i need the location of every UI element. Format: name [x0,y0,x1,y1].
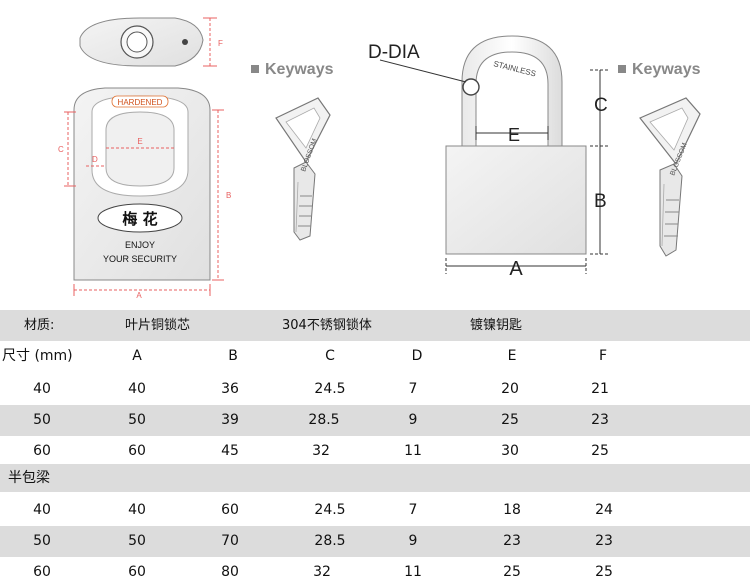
value-a: 40 [128,381,146,397]
dim-label-D-left: D [92,155,98,164]
col-header-d: D [411,348,423,364]
value-a: 50 [128,533,146,549]
dim-label-F-left: F [218,39,223,48]
product-diagram: F HARDENED 梅 花 ENJOY YOUR SECURITY A B C… [58,17,701,300]
keyways-label-left: Keyways [265,61,334,78]
material-body: 304不锈钢锁体 [282,318,372,333]
size-cell: 60 [33,443,51,459]
lock-front-view-open [379,35,610,274]
value-e: 20 [501,381,519,397]
table-row: 50 50 70 28.5 9 23 23 [0,526,750,557]
value-f: 23 [595,533,613,549]
hardened-badge [111,95,169,108]
keyways-bullet-right [618,65,626,73]
stainless-stamp: STAINLESS [493,59,537,78]
value-d: 7 [408,502,418,518]
value-c: 32 [312,443,330,459]
brand-chars: 梅 花 [122,210,157,228]
materials-row: 材质: 叶片铜锁芯 304不锈钢锁体 镀镍钥匙 [0,310,750,341]
value-c: 24.5 [314,381,346,397]
table-row: 60 60 45 32 11 30 25 [0,436,750,467]
size-cell: 50 [33,533,51,549]
value-e: 18 [503,502,521,518]
lock-top-view [79,17,217,67]
material-leaf-core: 叶片铜锁芯 [125,318,191,333]
value-a: 50 [128,412,146,428]
value-a: 40 [128,502,146,518]
value-f: 24 [595,502,613,518]
value-c: 24.5 [314,502,346,518]
enjoy-line1: ENJOY [125,240,155,250]
value-e: 30 [501,443,519,459]
size-label: 尺寸 (mm) [2,348,73,364]
keyways-label-right: Keyways [632,61,701,78]
value-f: 21 [591,381,609,397]
dim-label-E-right: E [508,125,520,145]
lock-front-view-closed [64,87,224,296]
value-b: 36 [221,381,239,397]
table-row: 60 60 80 32 11 25 25 [0,557,750,588]
table-row: 40 40 60 24.5 7 18 24 [0,495,750,526]
dim-label-E-left: E [137,137,142,146]
size-header-row: 尺寸 (mm) A B C D E F [0,341,750,372]
value-d: 11 [404,443,422,459]
enjoy-line2: YOUR SECURITY [103,254,177,264]
col-header-e: E [507,348,517,364]
dim-label-A-right: A [509,258,523,280]
value-d: 9 [408,412,418,428]
value-c: 32 [313,564,331,580]
value-d: 9 [408,533,418,549]
half-shackle-label-row: 半包梁 [0,464,750,492]
size-cell: 40 [33,381,51,397]
key-icon-right [639,97,701,257]
value-a: 60 [128,564,146,580]
half-shackle-label: 半包梁 [8,470,50,486]
size-cell: 60 [33,564,51,580]
table-row: 50 50 39 28.5 9 25 23 [0,405,750,436]
col-header-a: A [132,348,142,364]
value-b: 45 [221,443,239,459]
value-b: 60 [221,502,239,518]
col-header-f: F [598,348,608,364]
material-key: 镀镍钥匙 [470,318,523,333]
value-d: 11 [404,564,422,580]
dim-label-A-left: A [136,291,142,300]
keyways-bullet-left [251,65,259,73]
table-row: 40 40 36 24.5 7 20 21 [0,374,750,405]
size-cell: 40 [33,502,51,518]
value-e: 25 [501,412,519,428]
col-header-c: C [325,348,335,364]
value-d: 7 [408,381,418,397]
value-f: 23 [591,412,609,428]
col-header-b: B [228,348,238,364]
dim-label-B-right: B [594,191,607,212]
value-e: 25 [503,564,521,580]
value-b: 80 [221,564,239,580]
dim-label-B-left: B [226,191,231,200]
value-b: 39 [221,412,239,428]
value-f: 25 [595,564,613,580]
hardened-stamp: HARDENED [118,98,163,107]
size-cell: 50 [33,412,51,428]
dim-label-C-left: C [58,145,64,154]
materials-label: 材质: [24,318,55,333]
value-e: 23 [503,533,521,549]
value-a: 60 [128,443,146,459]
d-dia-label: D-DIA [368,42,420,63]
dim-label-C-right: C [594,95,608,116]
value-c: 28.5 [308,412,340,428]
key-icon-left [275,97,331,241]
value-b: 70 [221,533,239,549]
value-c: 28.5 [314,533,346,549]
value-f: 25 [591,443,609,459]
